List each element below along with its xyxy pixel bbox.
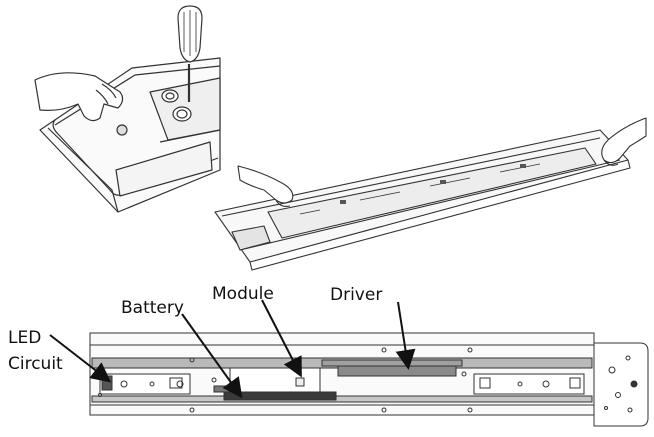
driver-arrow <box>395 301 416 370</box>
driver-label: Driver <box>330 285 383 305</box>
screwdriver-removing-cover-icon <box>34 5 221 213</box>
module-arrow <box>261 299 302 378</box>
hands-inserting-module-icon <box>214 117 647 271</box>
fixture-cutaway-icon <box>89 332 649 427</box>
led-circuit-label: LED Circuit <box>8 325 63 377</box>
module-label: Module <box>212 284 274 304</box>
battery-label: Battery <box>121 298 184 318</box>
battery-arrow <box>181 313 243 399</box>
led-label-line1: LED <box>8 328 42 348</box>
led-circuit-arrow <box>49 334 112 383</box>
led-label-line2: Circuit <box>8 354 63 374</box>
